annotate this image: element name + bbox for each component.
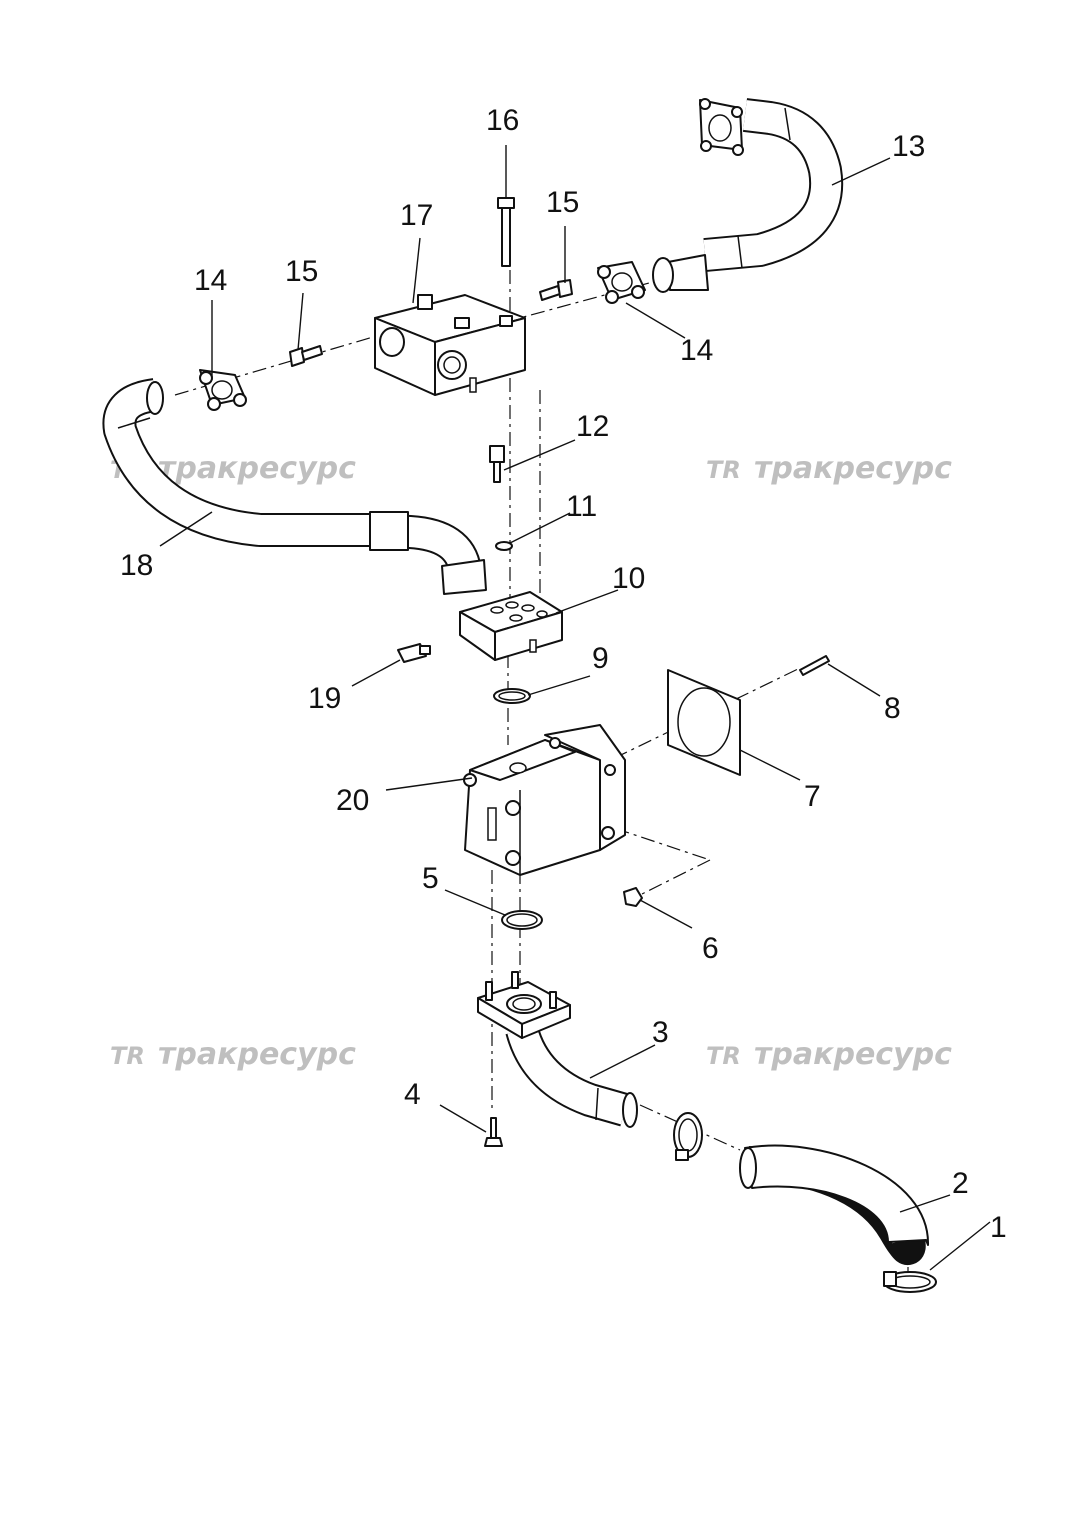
part-16-bolt — [497, 197, 515, 267]
watermark-text: тракресурс — [158, 1037, 356, 1072]
watermark-logo: TR — [706, 1042, 741, 1070]
callout-labels: 1 2 3 4 5 6 7 8 9 10 11 12 13 14 14 15 1… — [120, 104, 1007, 1244]
part-3-suction-pipe — [505, 1025, 638, 1128]
suction-flange-plate — [477, 971, 571, 1039]
callout-19: 19 — [308, 682, 341, 715]
callout-14-right: 14 — [680, 334, 713, 367]
callout-18: 18 — [120, 549, 153, 582]
watermark-top-right: TR тракресурс — [706, 451, 952, 486]
part-6-plug — [623, 887, 643, 907]
callout-10: 10 — [612, 562, 645, 595]
callout-20: 20 — [336, 784, 369, 817]
part-8-pin — [799, 655, 830, 676]
watermark-logo: TR — [706, 456, 741, 484]
callout-14-left: 14 — [194, 264, 227, 297]
part-12-screw — [489, 445, 505, 483]
part-10-valve-block — [459, 591, 563, 661]
callout-13: 13 — [892, 130, 925, 163]
callout-6: 6 — [702, 932, 719, 965]
callout-2: 2 — [952, 1167, 969, 1200]
part-20-hydraulic-pump — [463, 724, 626, 876]
part-15-bolt-left — [289, 345, 323, 367]
part-hose-clamp-upper — [673, 1112, 703, 1161]
callout-15-left: 15 — [285, 255, 318, 288]
part-19-fitting — [397, 643, 431, 663]
watermark-top-left: TR тракресурс — [110, 451, 356, 486]
callout-4: 4 — [404, 1078, 421, 1111]
callout-15-right: 15 — [546, 186, 579, 219]
part-18-pressure-hose — [102, 378, 487, 595]
part-2-suction-hose — [739, 1144, 930, 1265]
callout-12: 12 — [576, 410, 609, 443]
part-1-hose-clamp — [883, 1271, 937, 1293]
callout-11: 11 — [566, 490, 597, 523]
callout-16: 16 — [486, 104, 519, 137]
watermark-bottom-right: TR тракресурс — [706, 1037, 952, 1072]
watermark-text: тракресурс — [754, 1037, 952, 1072]
callout-17: 17 — [400, 199, 433, 232]
part-13-pressure-hose — [652, 98, 844, 293]
part-14-flange-right — [597, 261, 646, 304]
watermark-bottom-left: TR тракресурс — [110, 1037, 356, 1072]
watermark-text: тракресурс — [754, 451, 952, 486]
callout-8: 8 — [884, 692, 901, 725]
callout-9: 9 — [592, 642, 609, 675]
watermark-text: тракресурс — [158, 451, 356, 486]
watermark-logo: TR — [110, 1042, 145, 1070]
part-17-manifold — [374, 294, 526, 396]
part-5-o-ring — [501, 910, 543, 930]
callout-7: 7 — [804, 780, 821, 813]
part-15-bolt-right — [539, 279, 573, 301]
part-7-gasket — [667, 669, 741, 776]
callout-1: 1 — [990, 1211, 1007, 1244]
leader-lines — [159, 145, 991, 1271]
part-11-washer — [495, 541, 513, 551]
part-14-flange-left — [199, 369, 247, 411]
callout-5: 5 — [422, 862, 439, 895]
part-4-bolt — [484, 1117, 503, 1147]
callout-3: 3 — [652, 1016, 669, 1049]
part-9-o-ring — [493, 688, 531, 704]
